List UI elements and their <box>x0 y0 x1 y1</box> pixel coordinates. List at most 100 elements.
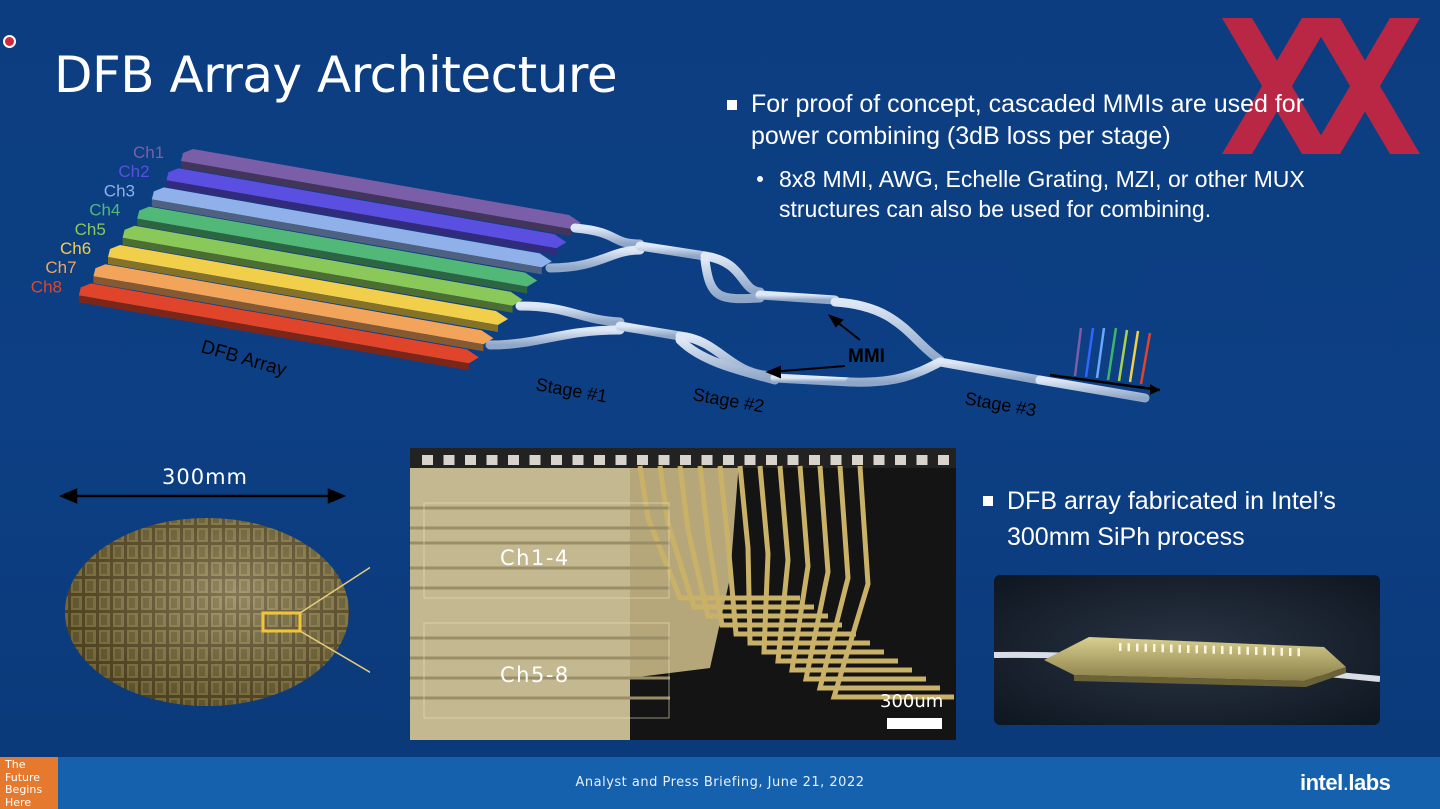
bond-pad <box>938 455 949 465</box>
chip-dot <box>1272 647 1275 656</box>
metal-trace <box>757 465 884 655</box>
chip-dot <box>1280 647 1283 656</box>
dfb-bar-6 <box>108 245 508 325</box>
dfb-bar-side-5 <box>122 237 513 313</box>
wafer-photo <box>58 488 370 706</box>
chip-dot <box>1170 644 1173 653</box>
chip-dot <box>1136 643 1139 652</box>
metal-trace <box>802 465 926 682</box>
chip-dot <box>1221 646 1224 654</box>
metal-traces <box>637 465 954 700</box>
bond-pad <box>873 455 885 465</box>
bond-pad <box>637 455 648 465</box>
channel-label-8: Ch8 <box>31 277 62 296</box>
bullet-main: For proof of concept, cascaded MMIs are … <box>727 88 1367 152</box>
bond-pad <box>443 455 455 465</box>
bond-pad <box>486 455 498 465</box>
metal-trace <box>830 465 954 700</box>
output-arrows <box>1049 327 1161 395</box>
chip-dot <box>1297 648 1300 657</box>
future-badge: The Future Begins Here <box>0 757 58 809</box>
dfb-bar-8 <box>78 283 479 364</box>
brand-sep: . <box>1342 770 1349 795</box>
dfb-bar-2 <box>166 168 567 249</box>
metal-trace <box>737 465 870 646</box>
dfb-array-diagram: MMI DFB Array Stage #1 Stage #2 Stage #3… <box>31 143 1161 420</box>
chip-dot <box>1153 644 1156 652</box>
record-indicator-icon <box>3 35 16 48</box>
channel-label-1: Ch1 <box>133 143 164 162</box>
chip-dot <box>1238 646 1241 655</box>
bond-pad <box>809 455 820 465</box>
bond-pad <box>658 455 670 465</box>
bond-pad <box>680 455 691 465</box>
intel-labs-logo: intel.labs <box>1300 770 1391 796</box>
bond-pad <box>916 455 928 465</box>
metal-trace <box>775 465 898 664</box>
dfb-bars <box>78 149 581 371</box>
channel-label-2: Ch2 <box>118 162 149 181</box>
bond-pad <box>422 455 433 465</box>
metal-trace <box>677 465 828 619</box>
round-bullet-icon <box>757 176 763 182</box>
bond-pad <box>787 455 799 465</box>
dfb-bar-side-4 <box>137 218 528 294</box>
mmi-pointers <box>765 314 861 379</box>
badge-line-3: Begins <box>5 783 43 796</box>
metal-trace <box>657 465 814 610</box>
stage-1-label: Stage #1 <box>534 374 608 406</box>
dfb-bar-4 <box>137 206 538 287</box>
stage-3-label: Stage #3 <box>963 388 1037 420</box>
chip-dot <box>1246 646 1249 655</box>
badge-line-1: The <box>5 758 26 771</box>
bullet-sub: 8x8 MMI, AWG, Echelle Grating, MZI, or o… <box>757 164 1367 224</box>
brand-sub: labs <box>1348 770 1391 795</box>
channel-label-7: Ch7 <box>45 258 76 277</box>
dfb-bar-side-8 <box>78 295 469 371</box>
dfb-bar-7 <box>93 264 494 345</box>
metal-trace <box>637 465 800 601</box>
chip-dot <box>1161 644 1164 653</box>
bullet-sub-text: 8x8 MMI, AWG, Echelle Grating, MZI, or o… <box>779 166 1305 222</box>
bond-pad <box>465 455 476 465</box>
chip-photo <box>994 575 1380 725</box>
dfb-bar-5 <box>122 225 523 306</box>
badge-line-4: Here <box>5 795 32 809</box>
dfb-bar-side-7 <box>93 276 484 352</box>
dfb-array-label: DFB Array <box>199 337 289 381</box>
bullet-list: For proof of concept, cascaded MMIs are … <box>727 88 1367 224</box>
chip-dot <box>1212 645 1215 654</box>
chip-dot <box>1119 643 1122 651</box>
slide: DFB Array Architecture <box>0 0 1440 757</box>
bond-pad <box>529 455 541 465</box>
xx-watermark-icon <box>1222 18 1420 154</box>
bond-pad <box>895 455 906 465</box>
footer-bar: The Future Begins Here Analyst and Press… <box>0 757 1440 809</box>
bond-pad <box>508 455 519 465</box>
chip-dot <box>1289 648 1292 656</box>
dfb-bar-side-2 <box>166 180 557 256</box>
die-scale-label: 300um <box>880 691 943 712</box>
bullet-right: DFB array fabricated in Intel’s 300mm Si… <box>983 483 1403 555</box>
bond-pad <box>572 455 584 465</box>
channel-label-6: Ch6 <box>60 239 91 258</box>
square-bullet-icon <box>727 100 737 110</box>
bond-pads <box>422 455 949 465</box>
footer-text: Analyst and Press Briefing, June 21, 202… <box>575 775 865 790</box>
chip-dot <box>1127 643 1130 652</box>
bond-pad <box>723 455 734 465</box>
mmi-combiner-network <box>485 223 1150 403</box>
dfb-bar-side-1 <box>181 161 571 236</box>
bullet-right-text: DFB array fabricated in Intel’s 300mm Si… <box>1007 487 1336 551</box>
metal-trace <box>816 465 940 691</box>
dfb-bar-side-3 <box>151 199 542 275</box>
badge-line-2: Future <box>5 770 41 784</box>
chip-dot <box>1255 647 1258 655</box>
metal-trace <box>789 465 912 673</box>
mmi-label: MMI <box>848 346 885 367</box>
chip-dot <box>1229 646 1232 655</box>
bond-pad <box>615 455 627 465</box>
bond-pad <box>830 455 842 465</box>
channel-label-4: Ch4 <box>89 201 120 220</box>
